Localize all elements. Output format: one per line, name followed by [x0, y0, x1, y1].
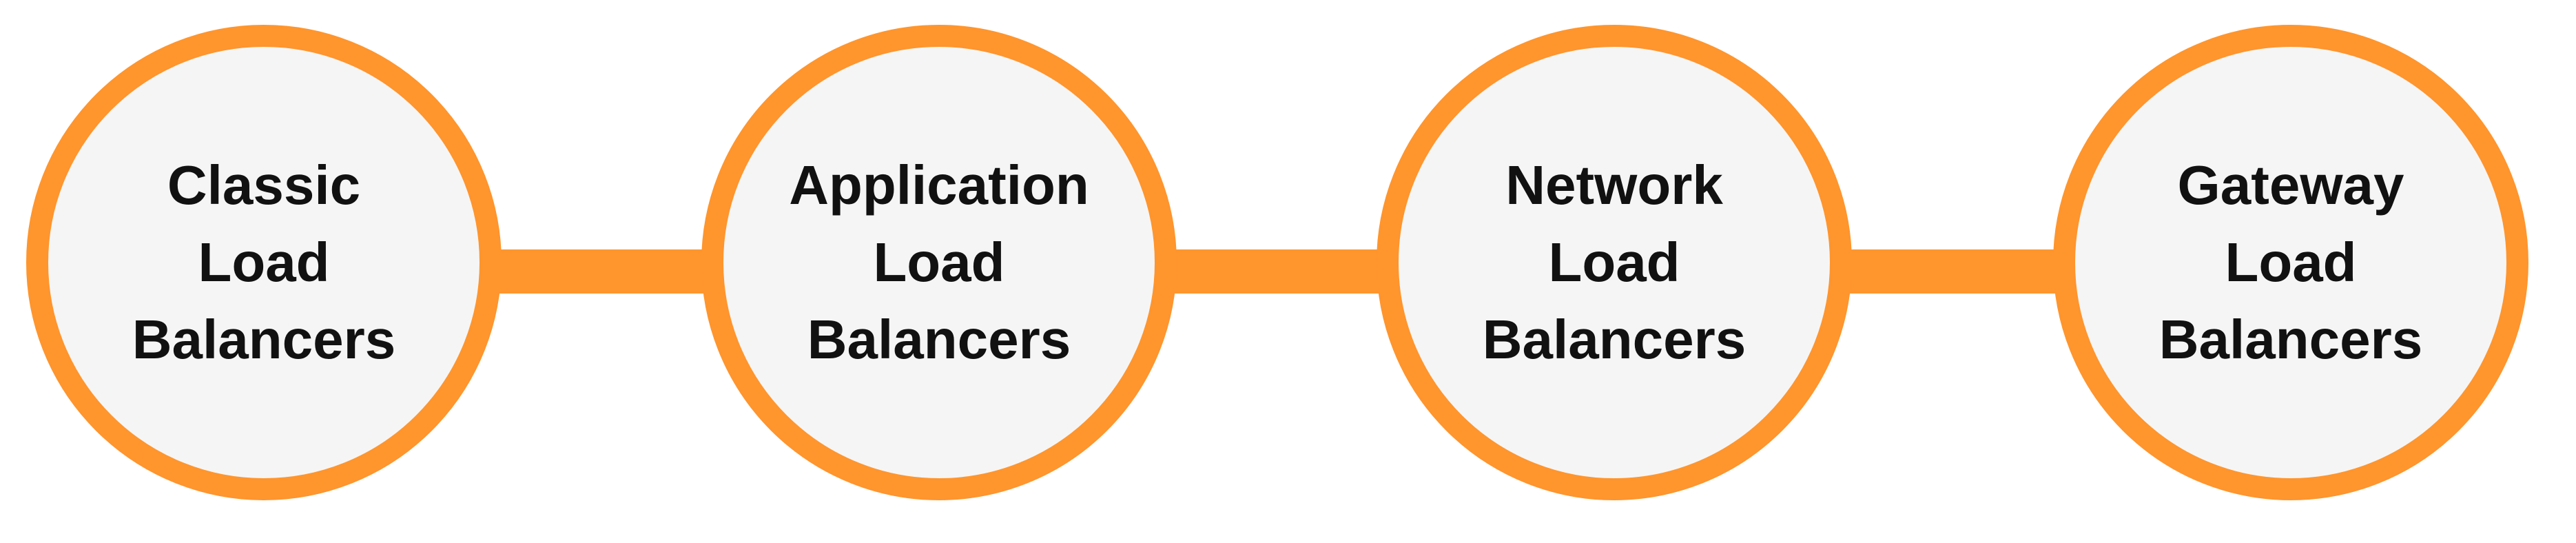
node-label: Gateway Load Balancers — [2159, 147, 2422, 378]
node-gateway-load-balancers: Gateway Load Balancers — [2053, 25, 2528, 500]
node-label-line: Balancers — [807, 309, 1071, 370]
connector-1-2 — [495, 249, 715, 294]
connector-2-3 — [1170, 249, 1390, 294]
node-label-line: Load — [2225, 232, 2357, 293]
node-label-line: Gateway — [2177, 154, 2404, 216]
node-label-line: Load — [873, 232, 1005, 293]
node-classic-load-balancers: Classic Load Balancers — [26, 25, 502, 500]
node-label: Classic Load Balancers — [132, 147, 395, 378]
node-label-line: Balancers — [1482, 309, 1746, 370]
node-label: Application Load Balancers — [789, 147, 1089, 378]
connector-3-4 — [1846, 249, 2067, 294]
node-label-line: Network — [1505, 154, 1723, 216]
node-network-load-balancers: Network Load Balancers — [1377, 25, 1852, 500]
node-label-line: Classic — [167, 154, 361, 216]
node-label-line: Load — [1548, 232, 1680, 293]
node-label-line: Application — [789, 154, 1089, 216]
node-label: Network Load Balancers — [1483, 147, 1746, 378]
node-label-line: Balancers — [2158, 309, 2423, 370]
node-label-line: Load — [198, 232, 330, 293]
node-label-line: Balancers — [132, 309, 396, 370]
node-application-load-balancers: Application Load Balancers — [701, 25, 1177, 500]
